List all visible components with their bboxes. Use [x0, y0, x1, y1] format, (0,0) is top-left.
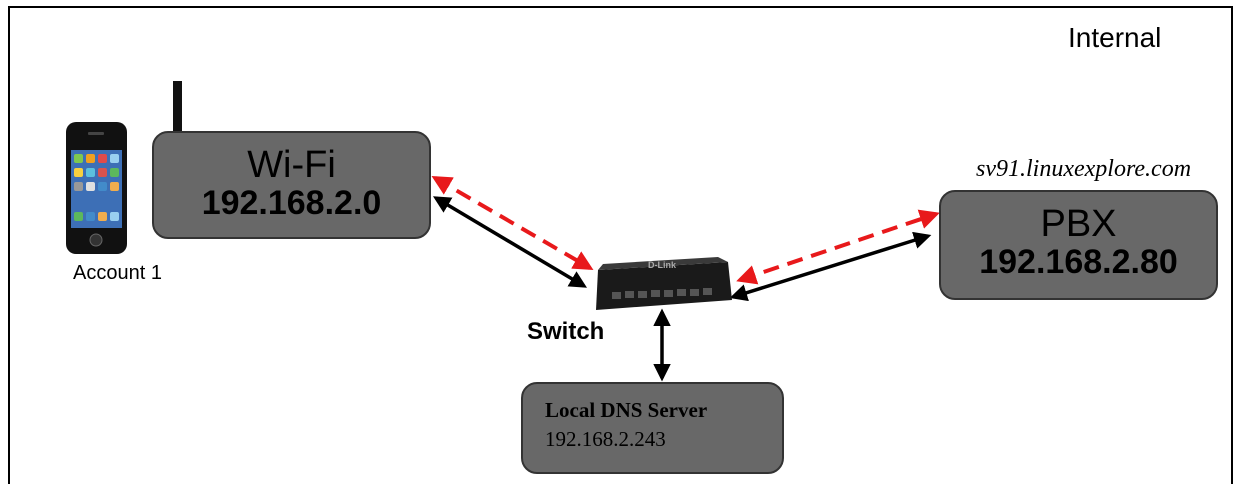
antenna-icon: [173, 81, 182, 133]
wifi-name: Wi-Fi: [247, 144, 336, 186]
pbx-ip: 192.168.2.80: [979, 243, 1178, 281]
switch-pbx-dashed-link: [736, 209, 940, 285]
smartphone-icon: [66, 122, 127, 254]
wifi-switch-dashed-link: [431, 175, 594, 271]
switch-brand: D-Link: [648, 260, 677, 270]
pbx-node: PBX 192.168.2.80: [939, 190, 1218, 300]
zone-label: Internal: [1068, 22, 1162, 53]
wifi-node: Wi-Fi 192.168.2.0: [152, 131, 431, 239]
pbx-name: PBX: [1040, 203, 1117, 245]
switch-label: Switch: [527, 318, 605, 345]
switch-pbx-solid-link: [729, 231, 932, 302]
diagram-frame: [8, 6, 1233, 484]
switch-icon: D-Link: [596, 257, 732, 310]
dns-ip: 192.168.2.243: [545, 427, 666, 451]
dns-name: Local DNS Server: [545, 398, 708, 422]
dns-node: Local DNS Server 192.168.2.243: [521, 382, 784, 474]
wifi-switch-solid-link: [432, 196, 588, 288]
phone-label: Account 1: [73, 262, 162, 284]
wifi-ip: 192.168.2.0: [201, 184, 382, 222]
pbx-hostname: sv91.linuxexplore.com: [976, 156, 1192, 182]
